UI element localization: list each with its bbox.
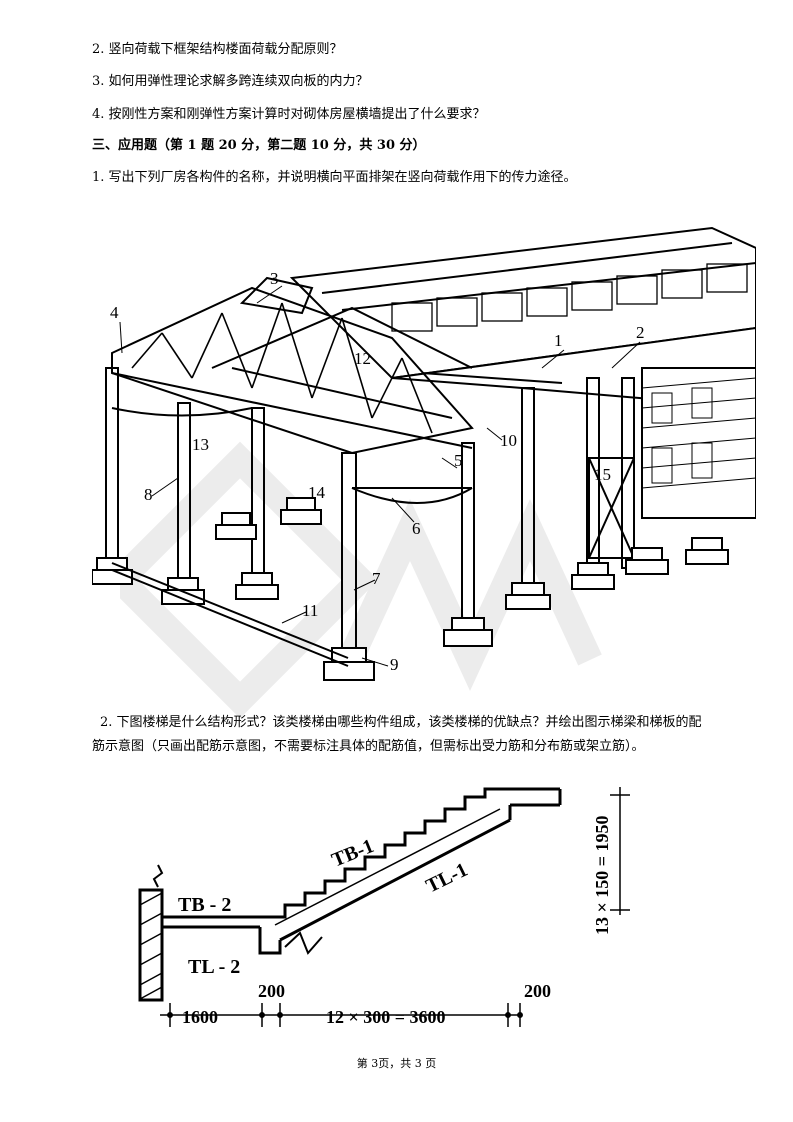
dim-200-right: 200 (524, 981, 551, 1001)
label-tl-2: TL - 2 (188, 956, 240, 978)
q2-line-2: 筋示意图（只画出配筋示意图，不需要标注具体的配筋值，但需标出受力筋和分布筋或架立… (92, 739, 645, 754)
label-6: 6 (412, 519, 421, 538)
label-1: 1 (554, 331, 563, 350)
label-5: 5 (454, 451, 463, 470)
label-tl-1: TL-1 (423, 859, 472, 898)
question-2: 2. 竖向荷载下框架结构楼面荷载分配原则？ (92, 42, 343, 57)
application-question-1: 1. 写出下列厂房各构件的名称，并说明横向平面排架在竖向荷载作用下的传力途径。 (92, 170, 577, 185)
label-2: 2 (636, 323, 645, 342)
label-10: 10 (500, 431, 517, 450)
dim-200-left: 200 (258, 981, 285, 1001)
question-3: 3. 如何用弹性理论求解多跨连续双向板的内力？ (92, 74, 369, 89)
label-12: 12 (354, 349, 371, 368)
stair-figure: TB-1 TL-1 TB - 2 TL - 2 1600 200 12 × 30… (138, 787, 630, 1027)
label-3: 3 (270, 269, 279, 288)
application-question-2: 2. 下图楼梯是什么结构形式？该类楼梯由哪些构件组成，该类楼梯的优缺点？并绘出图… (92, 711, 764, 759)
label-4: 4 (110, 303, 119, 322)
label-14: 14 (308, 483, 326, 502)
label-tb-2: TB - 2 (178, 894, 231, 916)
label-15: 15 (594, 465, 611, 484)
dim-vertical: 13 × 150 = 1950 (592, 815, 612, 935)
dim-main: 12 × 300 = 3600 (326, 1007, 446, 1027)
dim-1600: 1600 (182, 1007, 218, 1027)
watermark-logo (120, 441, 602, 719)
label-tb-1: TB-1 (329, 835, 377, 872)
label-7: 7 (372, 569, 381, 588)
section-title: 三、应用题（第 1 题 20 分，第二题 10 分，共 30 分） (92, 138, 426, 153)
label-8: 8 (144, 485, 153, 504)
factory-structure-figure: 1 2 3 4 5 6 7 8 9 10 11 12 13 14 15 (92, 226, 756, 681)
label-13: 13 (192, 435, 209, 454)
q2-line-1: 2. 下图楼梯是什么结构形式？该类楼梯由哪些构件组成，该类楼梯的优缺点？并绘出图… (100, 715, 702, 730)
question-4: 4. 按刚性方案和刚弹性方案计算时对砌体房屋横墙提出了什么要求？ (92, 107, 486, 122)
label-9: 9 (390, 655, 399, 674)
page-footer: 第 3页，共 3 页 (356, 1057, 437, 1070)
label-11: 11 (302, 601, 318, 620)
